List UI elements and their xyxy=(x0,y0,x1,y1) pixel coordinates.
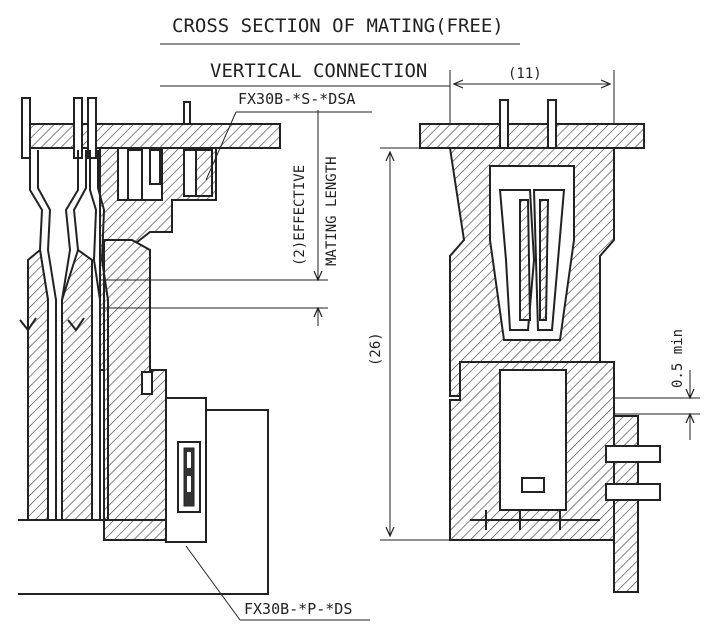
tab-terminal-gap-1 xyxy=(187,452,191,468)
side-board-right xyxy=(613,415,639,593)
slot-3 xyxy=(183,149,197,197)
part-top-leader xyxy=(205,111,237,181)
part-number-top: FX30B-*S-*DSA xyxy=(238,90,355,108)
lower-housing-left xyxy=(103,239,167,541)
title-line1: CROSS SECTION OF MATING(FREE) xyxy=(172,15,504,37)
effective-length-dimension: (2)EFFECTIVE MATING LENGTH xyxy=(100,110,340,326)
width-dimension-label: (11) xyxy=(508,66,542,82)
contact-core-1 xyxy=(519,199,532,321)
top-board-right xyxy=(419,123,645,149)
latch-notch xyxy=(141,371,153,395)
plug-small-window xyxy=(521,477,545,493)
part-bottom-leader xyxy=(185,545,241,621)
left-section-view: FX30B-*S-*DSA FX30B-*P-*DS (2)EFFECTIVE … xyxy=(18,90,372,621)
bottom-board-left xyxy=(18,409,269,595)
height-dimension-label: (26) xyxy=(368,332,384,366)
terminal-upper xyxy=(605,445,661,463)
effective-label-line1: (2)EFFECTIVE xyxy=(292,165,308,266)
lead-a xyxy=(21,97,31,159)
contact-core-2 xyxy=(539,199,550,321)
top-board-left xyxy=(29,123,281,149)
lead-b xyxy=(73,97,83,159)
lead-c xyxy=(87,97,97,159)
lead-d xyxy=(183,101,191,125)
slot-2 xyxy=(149,149,161,185)
slot-1 xyxy=(127,149,143,201)
part-number-bottom: FX30B-*P-*DS xyxy=(244,600,352,618)
effective-label-line2: MATING LENGTH xyxy=(324,156,340,266)
title-line2: VERTICAL CONNECTION xyxy=(210,60,427,82)
plug-pins xyxy=(470,510,600,530)
title-block: CROSS SECTION OF MATING(FREE) VERTICAL C… xyxy=(160,15,520,87)
tab-terminal-gap-2 xyxy=(187,476,191,492)
small-hatched-block xyxy=(195,149,213,197)
min-dimension-label: 0.5 min xyxy=(670,329,686,388)
right-section-view: (11) (26) 0.5 min xyxy=(368,66,700,593)
contacts-left xyxy=(19,150,109,521)
terminal-lower xyxy=(605,483,661,501)
